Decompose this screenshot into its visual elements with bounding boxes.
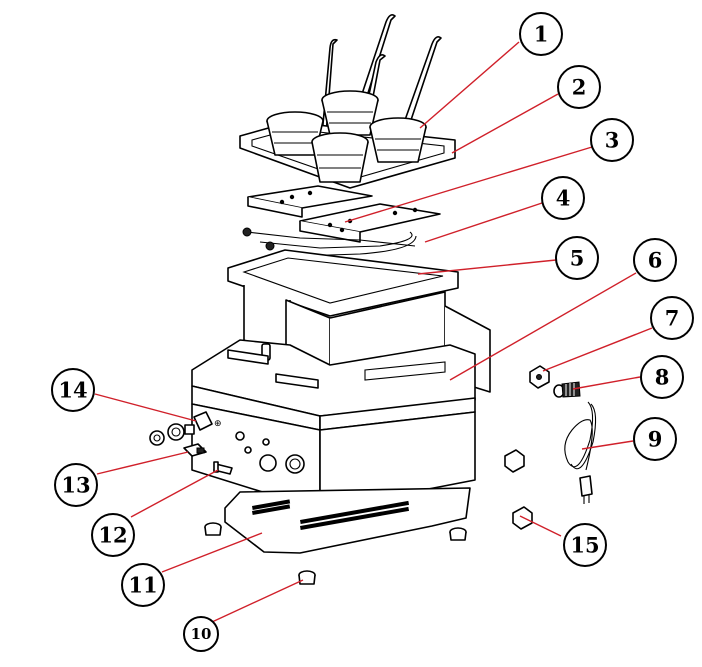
callout-14-label: 14	[58, 378, 87, 403]
part-11-base-plate	[224, 487, 471, 554]
basket-front	[311, 132, 369, 183]
leader-lines	[94, 41, 653, 623]
part-7-terminal-block	[529, 365, 550, 389]
callout-13-label: 13	[61, 473, 90, 498]
callouts: 1 2 3 4 5 6 7 8 9 10 11 12 13 14 15	[51, 12, 694, 652]
leader-10	[211, 579, 304, 623]
callout-15: 15	[563, 523, 607, 567]
callout-5-label: 5	[570, 246, 585, 271]
leader-9	[581, 440, 634, 450]
callout-13: 13	[54, 463, 98, 507]
callout-12-label: 12	[98, 523, 127, 548]
callout-1-label: 1	[534, 22, 549, 47]
leader-5	[417, 259, 557, 275]
part-8-cable-gland	[553, 381, 581, 398]
part-3-guard-plate	[247, 185, 441, 243]
leader-2	[451, 93, 559, 154]
part-9-power-cord	[564, 401, 597, 504]
callout-9: 9	[633, 417, 677, 461]
callout-15-label: 15	[570, 533, 599, 558]
basket-back-left	[266, 111, 324, 156]
callout-1: 1	[519, 12, 563, 56]
part-14-thermostat	[149, 411, 213, 446]
leader-14	[94, 393, 197, 422]
callout-2: 2	[557, 65, 601, 109]
panel-marking: ⊕	[214, 419, 222, 429]
part-6-cabinet: ⊕	[191, 305, 491, 511]
leader-11	[161, 532, 263, 573]
leader-7	[542, 327, 653, 372]
callout-12: 12	[91, 513, 135, 557]
leader-13	[96, 451, 189, 475]
leader-15	[519, 515, 562, 537]
part-12-indicator-light	[213, 461, 233, 475]
callout-10: 10	[183, 616, 219, 652]
callout-7: 7	[650, 296, 694, 340]
part-15-switch-relay	[504, 449, 533, 530]
callout-5: 5	[555, 236, 599, 280]
callout-3-label: 3	[605, 128, 620, 153]
callout-14: 14	[51, 368, 95, 412]
callout-4-label: 4	[556, 186, 571, 211]
leader-12	[130, 469, 219, 518]
part-13-switch	[183, 443, 207, 457]
callout-11-label: 11	[128, 573, 157, 598]
leader-8	[572, 376, 641, 390]
leader-4	[424, 202, 543, 243]
callout-10-label: 10	[191, 625, 212, 643]
leader-3	[344, 146, 593, 223]
leader-1	[419, 41, 520, 129]
callout-9-label: 9	[648, 427, 663, 452]
callout-6: 6	[633, 238, 677, 282]
callout-8-label: 8	[655, 365, 670, 390]
callout-3: 3	[590, 118, 634, 162]
part-1-baskets	[266, 90, 427, 183]
basket-right	[369, 117, 427, 163]
callout-2-label: 2	[572, 75, 587, 100]
callout-11: 11	[121, 563, 165, 607]
leader-6	[449, 272, 637, 381]
callout-6-label: 6	[648, 248, 663, 273]
callout-4: 4	[541, 176, 585, 220]
part-10-feet	[204, 522, 467, 585]
callout-7-label: 7	[665, 306, 680, 331]
callout-8: 8	[640, 355, 684, 399]
